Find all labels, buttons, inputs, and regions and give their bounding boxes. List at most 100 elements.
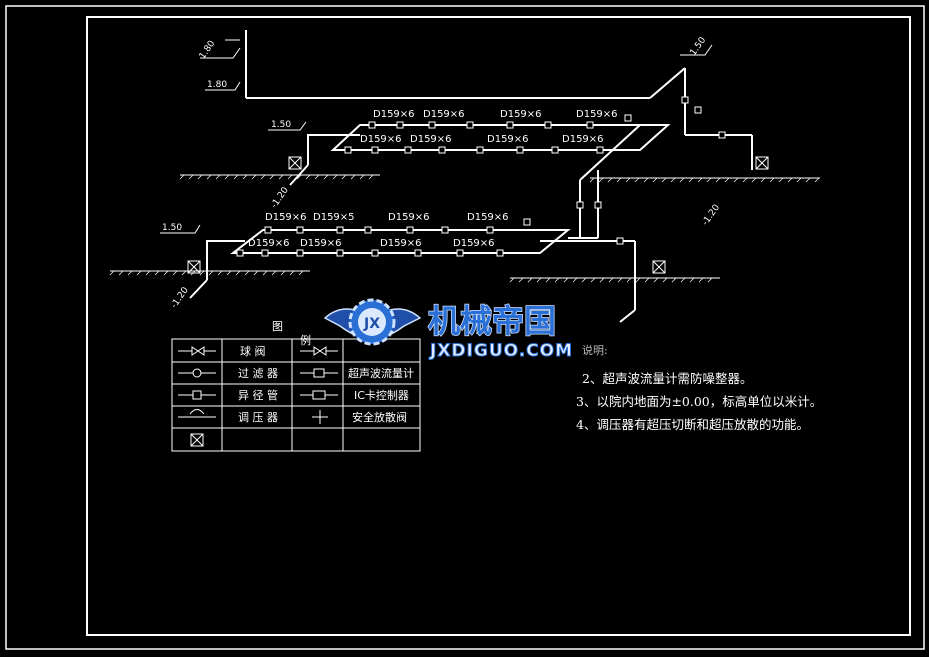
hatch-mark	[572, 277, 578, 283]
inner-border	[86, 16, 911, 636]
hatch-mark	[145, 270, 151, 276]
notes-partial-heading: 说明:	[582, 344, 608, 357]
pipe-label: D159×6	[388, 212, 430, 223]
hatch-mark	[689, 277, 695, 283]
hatch-mark	[590, 277, 596, 283]
pipe-label: D159×6	[265, 212, 307, 223]
hatch-mark	[253, 270, 259, 276]
hatch-mark	[251, 174, 257, 180]
pipe-label: D159×6	[410, 134, 452, 145]
pipe-fitting-mark	[236, 249, 244, 257]
hatch-mark	[679, 177, 685, 183]
hatch-mark	[625, 177, 631, 183]
hatch-mark	[581, 277, 587, 283]
elevation-neg-left-lower: -1.20	[169, 285, 191, 310]
hatch-mark	[509, 277, 515, 283]
hatch-mark	[127, 270, 133, 276]
hatch-mark	[154, 270, 160, 276]
hatch-mark	[724, 177, 730, 183]
pipe-fitting-mark	[718, 131, 726, 139]
hatch-mark	[706, 177, 712, 183]
legend-labels: 球 阀 过 滤 器 超声波流量计 异 径 管 IC卡控制器 调 压 器 安全放散…	[238, 344, 414, 424]
pipe-label: D159×5	[313, 212, 355, 223]
hatch-mark	[215, 174, 221, 180]
hatch-mark	[644, 277, 650, 283]
pipe-fitting-mark	[681, 96, 689, 104]
hatch-mark	[269, 174, 275, 180]
hatch-mark	[296, 174, 302, 180]
pipe-fitting-mark	[364, 226, 372, 234]
pipe-fitting-mark	[441, 226, 449, 234]
hatch-mark	[197, 174, 203, 180]
hatch-mark	[680, 277, 686, 283]
pipe-fitting-mark	[496, 249, 504, 257]
ground-lines	[110, 174, 820, 279]
outer-border	[5, 5, 925, 650]
pipe-label: D159×6	[360, 134, 402, 145]
pipe-fitting-mark	[406, 226, 414, 234]
elevation-neg-right: -1.20	[701, 203, 723, 228]
hatch-mark	[341, 174, 347, 180]
hatch-mark	[554, 277, 560, 283]
hatch-mark	[350, 174, 356, 180]
pipe-label: D159×6	[562, 134, 604, 145]
watermark-logo-letters: JX	[363, 316, 380, 332]
hatch-mark	[778, 177, 784, 183]
pipe-fitting-mark	[261, 249, 269, 257]
hatch-mark	[172, 270, 178, 276]
pipe-fitting-mark	[344, 146, 352, 154]
hatch-mark	[697, 177, 703, 183]
pipe-fitting-mark	[523, 218, 531, 226]
hatch-mark	[616, 177, 622, 183]
pipe-fitting-mark	[544, 121, 552, 129]
pipe-label: D159×6	[487, 134, 529, 145]
hatch-mark	[199, 270, 205, 276]
pipe-fitting-mark	[586, 121, 594, 129]
hatch-mark	[163, 270, 169, 276]
hatch-mark	[235, 270, 241, 276]
hatch-mark	[181, 270, 187, 276]
pipe-fitting-mark	[371, 146, 379, 154]
watermark-name: 机械帝国	[428, 302, 556, 340]
note-4: 4、调压器有超压切断和超压放散的功能。	[576, 417, 809, 432]
elevation-top-left-2: 1.80	[207, 80, 227, 90]
hatch-mark	[635, 277, 641, 283]
hatch-mark	[805, 177, 811, 183]
hatch-mark	[545, 277, 551, 283]
legend-symbols	[178, 346, 338, 447]
pipe-fitting-mark	[264, 226, 272, 234]
pipe-fitting-mark	[414, 249, 422, 257]
pipe-fitting-mark	[596, 146, 604, 154]
hatch-mark	[698, 277, 704, 283]
hatch-mark	[608, 277, 614, 283]
pipe-fitting-mark	[438, 146, 446, 154]
wall-sleeves	[187, 156, 769, 274]
hatch-mark	[607, 177, 613, 183]
pipe-fitting-mark	[551, 146, 559, 154]
hatch-mark	[751, 177, 757, 183]
pipe-fitting-mark	[576, 201, 584, 209]
hatch-mark	[652, 177, 658, 183]
hatch-mark	[314, 174, 320, 180]
hatch-mark	[244, 270, 250, 276]
pipe-fitting-mark	[428, 121, 436, 129]
pipe-fitting-mark	[616, 237, 624, 245]
hatch-mark	[332, 174, 338, 180]
hatch-mark	[634, 177, 640, 183]
note-3: 3、以院内地面为±0.00，标高单位以米计。	[576, 394, 823, 409]
legend-ic-controller: IC卡控制器	[354, 388, 409, 402]
hatch-mark	[715, 177, 721, 183]
hatch-mark	[278, 174, 284, 180]
hatch-mark	[217, 270, 223, 276]
pipe-fitting-mark	[296, 226, 304, 234]
hatch-mark	[289, 270, 295, 276]
hatch-mark	[287, 174, 293, 180]
pipe-fitting-mark	[506, 121, 514, 129]
elevation-markers	[160, 39, 713, 234]
hatch-mark	[688, 177, 694, 183]
legend-safety-relief-valve: 安全放散阀	[352, 410, 407, 424]
pipe-fitting-mark	[624, 114, 632, 122]
hatch-mark	[206, 174, 212, 180]
legend-ball-valve: 球 阀	[240, 344, 266, 358]
